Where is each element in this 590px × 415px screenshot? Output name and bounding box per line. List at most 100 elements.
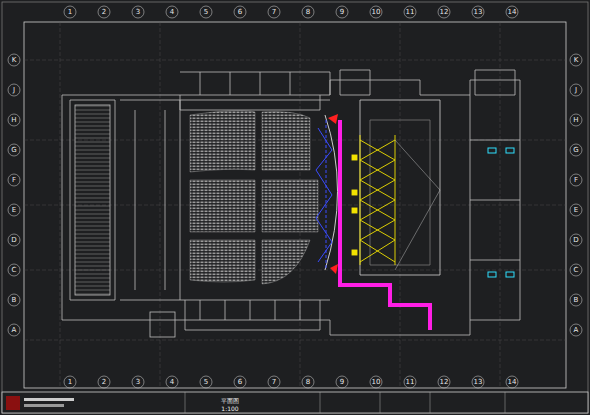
- grid-bubble: [234, 6, 246, 18]
- grid-number: 1: [68, 8, 72, 17]
- cyan-equipment: [488, 148, 514, 277]
- grid-letter: C: [574, 266, 579, 275]
- grid-number: 7: [272, 8, 276, 17]
- grid-bubble: [570, 144, 582, 156]
- grid-letter: D: [11, 236, 16, 245]
- grid-bubble: [438, 376, 450, 388]
- grid-bubble: [570, 234, 582, 246]
- grid-bubble: [404, 376, 416, 388]
- grid-number: 13: [474, 378, 483, 387]
- grid-number: 10: [372, 378, 381, 387]
- grid-bubble: [8, 84, 20, 96]
- grid-letter: D: [573, 236, 578, 245]
- grid-bubble: [132, 6, 144, 18]
- grid-bubble: [336, 6, 348, 18]
- grid-number: 11: [406, 8, 415, 17]
- grid-bubble: [8, 294, 20, 306]
- grid-number: 6: [238, 378, 242, 387]
- grid-bubble: [200, 6, 212, 18]
- grid-number: 2: [102, 8, 106, 17]
- grid-bubble: [370, 376, 382, 388]
- grid-lines: [24, 22, 566, 388]
- grid-bubble: [8, 174, 20, 186]
- grid-number: 9: [340, 378, 344, 387]
- grid-number: 7: [272, 378, 276, 387]
- grid-letter: G: [11, 146, 16, 155]
- grid-bubble: [8, 204, 20, 216]
- grid-number: 14: [508, 8, 517, 17]
- grid-letter: J: [13, 86, 15, 95]
- building-outline: [62, 70, 520, 337]
- grid-bubble: [472, 6, 484, 18]
- grid-number: 3: [136, 8, 140, 17]
- grid-bubble: [570, 204, 582, 216]
- grid-number: 14: [508, 378, 517, 387]
- grid-bubble: [404, 6, 416, 18]
- grid-number: 11: [406, 378, 415, 387]
- red-marks: [328, 114, 338, 274]
- grid-letter: F: [12, 176, 16, 185]
- magenta-cable-tray: [340, 120, 430, 330]
- grid-bubble: [268, 376, 280, 388]
- grid-letter: B: [574, 296, 579, 305]
- grid-bubble: [8, 234, 20, 246]
- grid-number: 8: [306, 378, 310, 387]
- grid-bubble: [302, 376, 314, 388]
- grid-number: 9: [340, 8, 344, 17]
- grid-letter: E: [12, 206, 16, 215]
- grid-number: 12: [440, 378, 449, 387]
- grid-number: 4: [170, 8, 174, 17]
- grid-bubble: [570, 54, 582, 66]
- grid-bubble: [506, 6, 518, 18]
- grid-bubble: [570, 294, 582, 306]
- grid-letter: J: [575, 86, 577, 95]
- grid-bubble: [98, 376, 110, 388]
- drawing-title: 平面图: [221, 396, 239, 405]
- grid-number: 2: [102, 378, 106, 387]
- grid-bubble: [570, 324, 582, 336]
- grid-letter: H: [11, 116, 16, 125]
- grid-bubble: [506, 376, 518, 388]
- grid-number: 5: [204, 8, 208, 17]
- grid-bubble: [472, 376, 484, 388]
- grid-number: 1: [68, 378, 72, 387]
- grid-number: 6: [238, 8, 242, 17]
- grid-letter: A: [12, 326, 17, 335]
- grid-bubble: [132, 376, 144, 388]
- grid-bubble: [98, 6, 110, 18]
- grid-number: 8: [306, 8, 310, 17]
- grid-bubble: [8, 114, 20, 126]
- yellow-truss: [352, 135, 395, 265]
- grid-number: 10: [372, 8, 381, 17]
- grid-bubble: [8, 54, 20, 66]
- grid-letter: C: [12, 266, 17, 275]
- seating: [190, 111, 338, 284]
- grid-bubble: [570, 114, 582, 126]
- grid-bubble: [302, 6, 314, 18]
- title-block-logo: [6, 392, 505, 413]
- grid-bubble: [8, 144, 20, 156]
- grid-bubble: [570, 174, 582, 186]
- grid-bubble: [64, 6, 76, 18]
- grid-bubble: [64, 376, 76, 388]
- grid-letter: K: [574, 56, 579, 65]
- grid-letter: H: [573, 116, 578, 125]
- grid-bubble: [570, 84, 582, 96]
- drawing-scale: 1:100: [221, 404, 238, 413]
- grid-bubble: [8, 324, 20, 336]
- blue-circuit: [316, 120, 332, 270]
- grid-letter: A: [574, 326, 579, 335]
- grid-letter: E: [574, 206, 578, 215]
- grid-letter: F: [574, 176, 578, 185]
- grid-number: 12: [440, 8, 449, 17]
- grid-number: 4: [170, 378, 174, 387]
- grid-bubble: [200, 376, 212, 388]
- grid-bubble: [570, 264, 582, 276]
- grid-bubble: [166, 6, 178, 18]
- grid-letter: G: [573, 146, 578, 155]
- grid-letter: B: [12, 296, 17, 305]
- stage-cross: [395, 140, 440, 270]
- grid-bubble: [370, 6, 382, 18]
- grid-bubble: [166, 376, 178, 388]
